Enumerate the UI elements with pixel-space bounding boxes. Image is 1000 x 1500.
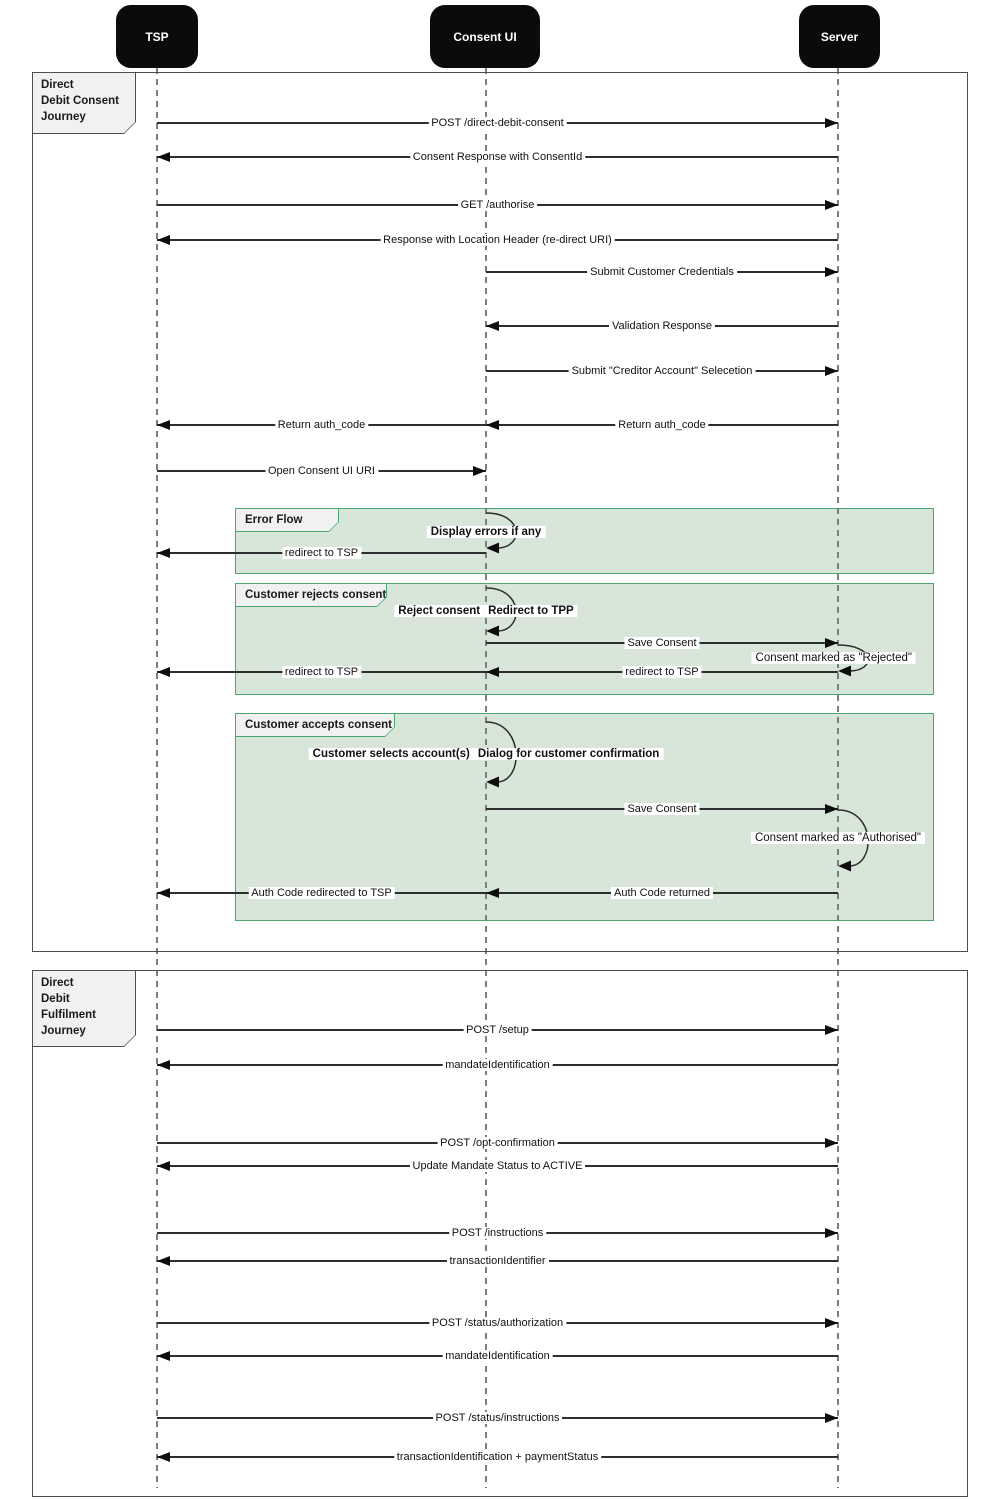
self-message-label: Display errors if any	[426, 522, 546, 540]
message-label: Auth Code returned	[610, 887, 714, 899]
message-label: Return auth_code	[615, 419, 709, 431]
frame-label: Direct Debit Consent Journey	[41, 79, 119, 123]
group-error-flow	[235, 508, 934, 574]
message-label: Submit Customer Credentials	[587, 266, 737, 278]
self-message-label-line: Consent marked as "Rejected"	[751, 652, 916, 664]
participant-consent_ui: Consent UI	[430, 5, 540, 68]
self-message-label: Consent marked as "Authorised"	[750, 831, 925, 845]
self-message-label-line: Reject consent	[394, 605, 485, 617]
message-arrowhead	[825, 365, 838, 376]
lifeline-tsp	[156, 68, 158, 1488]
message-label: redirect to TSP	[281, 547, 362, 559]
self-message-label-line: Redirect to TPP	[484, 605, 578, 617]
message-label: POST /status/authorization	[428, 1317, 567, 1329]
message-arrowhead	[157, 419, 170, 430]
message-arrowhead	[486, 887, 499, 898]
message-arrowhead	[157, 234, 170, 245]
lifeline-server	[837, 68, 839, 1488]
message-label: Validation Response	[608, 320, 716, 332]
message-arrowhead	[157, 151, 170, 162]
message-arrowhead	[157, 887, 170, 898]
message-arrowhead	[473, 465, 486, 476]
frame-label: Direct Debit Fulfilment Journey	[41, 977, 96, 1037]
message-label: Save Consent	[624, 637, 700, 649]
frame-label-tab: Direct Debit Consent Journey	[32, 72, 136, 134]
message-label: Submit "Creditor Account" Selecetion	[568, 365, 756, 377]
message-arrowhead	[157, 1350, 170, 1361]
message-label: Return auth_code	[274, 419, 369, 431]
message-arrowhead	[157, 666, 170, 677]
message-label: Open Consent UI URI	[265, 465, 378, 477]
message-arrowhead	[157, 1059, 170, 1070]
self-message-label: Customer selects account(s)Dialog for cu…	[308, 744, 664, 762]
message-arrowhead	[825, 1227, 838, 1238]
message-label: redirect to TSP	[622, 666, 702, 678]
group-label-tab: Customer rejects consent	[235, 583, 387, 607]
message-arrowhead	[825, 1317, 838, 1328]
self-message-label-line: Customer selects account(s)	[308, 748, 474, 760]
message-label: Save Consent	[624, 803, 700, 815]
frame-fulfilment-journey	[32, 970, 968, 1497]
message-label: POST /status/instructions	[432, 1412, 563, 1424]
message-label: POST /direct-debit-consent	[428, 117, 567, 129]
message-arrowhead	[157, 1255, 170, 1266]
message-label: mandateIdentification	[442, 1350, 553, 1362]
frame-consent-journey	[32, 72, 968, 952]
message-arrowhead	[486, 419, 499, 430]
message-arrowhead	[825, 1024, 838, 1035]
group-label-tab: Customer accepts consent	[235, 713, 395, 737]
message-label: mandateIdentification	[442, 1059, 553, 1071]
message-label: transactionIdentification + paymentStatu…	[393, 1451, 602, 1463]
self-message-label-line: Display errors if any	[426, 526, 546, 538]
message-arrowhead	[825, 1137, 838, 1148]
message-arrowhead	[825, 266, 838, 277]
group-label: Error Flow	[245, 514, 303, 526]
message-label: Consent Response with ConsentId	[409, 151, 586, 163]
message-label: POST /setup	[463, 1024, 532, 1036]
message-arrowhead	[825, 803, 838, 814]
message-arrowhead	[486, 666, 499, 677]
group-label: Customer accepts consent	[245, 719, 392, 731]
self-message-label-line: Dialog for customer confirmation	[473, 748, 664, 760]
message-arrowhead	[157, 547, 170, 558]
message-label: Update Mandate Status to ACTIVE	[409, 1160, 586, 1172]
frame-label-tab: Direct Debit Fulfilment Journey	[32, 970, 136, 1047]
message-arrowhead	[825, 117, 838, 128]
message-arrowhead	[157, 1451, 170, 1462]
participant-server: Server	[799, 5, 880, 68]
message-label: GET /authorise	[457, 199, 538, 211]
group-customer-accepts-consent	[235, 713, 934, 921]
message-label: Response with Location Header (re-direct…	[380, 234, 615, 246]
lifeline-consent_ui	[485, 68, 487, 1488]
message-arrowhead	[825, 1412, 838, 1423]
group-label-tab: Error Flow	[235, 508, 339, 532]
message-label: POST /instructions	[448, 1227, 547, 1239]
message-label: POST /opt-confirmation	[437, 1137, 558, 1149]
message-arrowhead	[825, 637, 838, 648]
group-label: Customer rejects consent	[245, 589, 387, 601]
self-message-label: Consent marked as "Rejected"	[751, 651, 916, 665]
message-label: redirect to TSP	[281, 666, 362, 678]
self-message-label-line: Consent marked as "Authorised"	[750, 832, 925, 844]
message-arrowhead	[825, 199, 838, 210]
message-arrowhead	[157, 1160, 170, 1171]
message-label: Auth Code redirected to TSP	[248, 887, 395, 899]
message-arrowhead	[486, 320, 499, 331]
message-label: transactionIdentifier	[446, 1255, 549, 1267]
participant-tsp: TSP	[116, 5, 198, 68]
